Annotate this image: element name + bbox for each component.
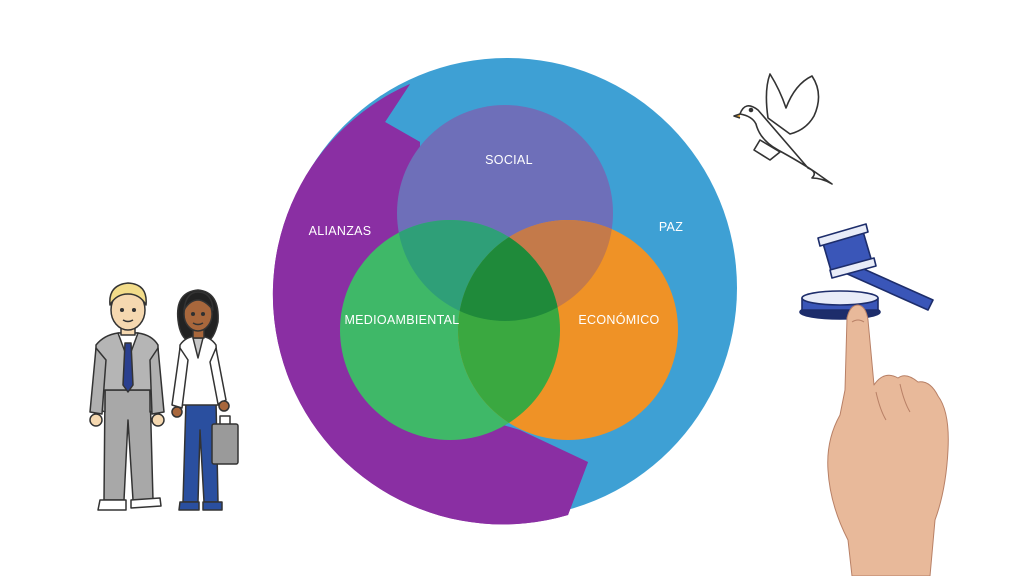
label-economico: ECONÓMICO [578,312,659,327]
overlap-center [458,220,560,321]
pointing-hand [827,304,949,576]
alianzas-ring-fill [272,84,588,525]
businesswoman-figure [171,289,239,511]
label-medioambiental: MEDIOAMBIENTAL [344,313,459,327]
label-alianzas: ALIANZAS [309,224,372,238]
dove-icon [733,73,833,185]
businessman-figure [89,282,165,511]
venn-diagram: ALIANZAS PAZ SOCIAL MEDIOAMBIENTAL ECONÓ… [272,58,737,525]
label-social: SOCIAL [485,153,533,167]
gavel-icon [799,223,934,320]
label-paz: PAZ [659,220,683,234]
